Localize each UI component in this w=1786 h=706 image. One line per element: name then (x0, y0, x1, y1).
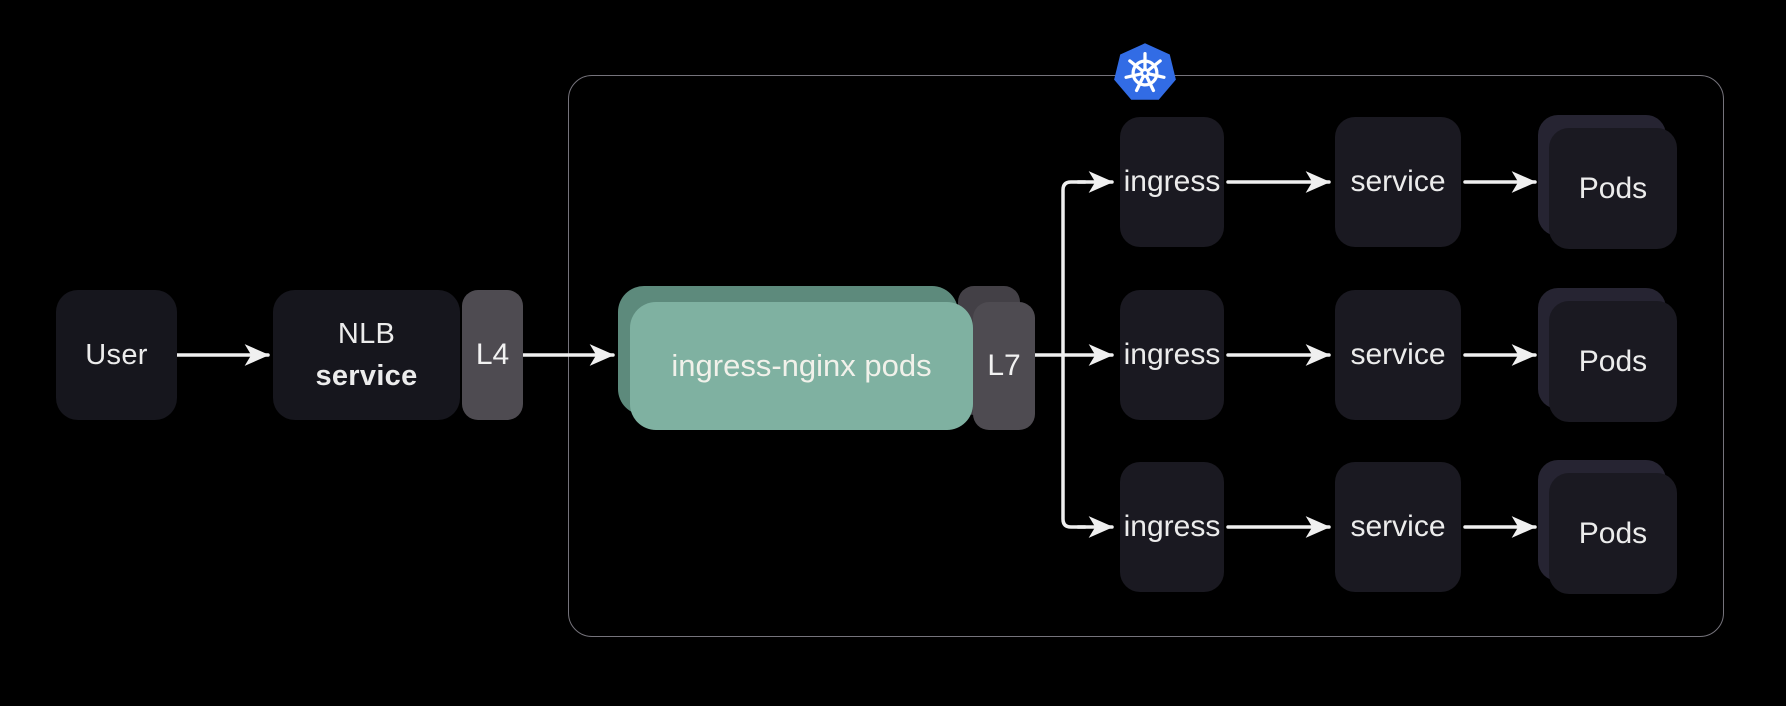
pods-node-row1: Pods (1549, 128, 1677, 249)
service-label: service (1350, 510, 1446, 543)
pods-label: Pods (1578, 516, 1648, 550)
ingress-nginx-pods-node: ingress-nginx pods (630, 302, 973, 430)
l7-tag: L7 (973, 302, 1035, 430)
ingress-node-row2: ingress (1120, 290, 1224, 420)
user-node: User (56, 290, 177, 420)
kubernetes-icon (1114, 43, 1176, 100)
pods-label: Pods (1578, 171, 1648, 205)
l7-label: L7 (987, 349, 1021, 382)
service-node-row1: service (1335, 117, 1461, 247)
pods-label: Pods (1578, 344, 1648, 378)
pods-node-row3: Pods (1549, 473, 1677, 594)
user-label: User (85, 338, 148, 371)
service-node-row2: service (1335, 290, 1461, 420)
ingress-label: ingress (1123, 510, 1221, 543)
ingress-label: ingress (1123, 338, 1221, 371)
nlb-service-node: NLB service (273, 290, 460, 420)
ingress-nginx-pods-label: ingress-nginx pods (671, 348, 932, 383)
service-node-row3: service (1335, 462, 1461, 592)
pods-node-row2: Pods (1549, 301, 1677, 422)
nlb-label-line1: NLB (337, 317, 396, 350)
l4-tag: L4 (462, 290, 523, 420)
service-label: service (1350, 165, 1446, 198)
nlb-label-line2: service (315, 360, 418, 392)
ingress-label: ingress (1123, 165, 1221, 198)
helm-wheel-icon (1124, 51, 1166, 93)
ingress-node-row1: ingress (1120, 117, 1224, 247)
ingress-node-row3: ingress (1120, 462, 1224, 592)
l4-label: L4 (475, 338, 510, 371)
service-label: service (1350, 338, 1446, 371)
